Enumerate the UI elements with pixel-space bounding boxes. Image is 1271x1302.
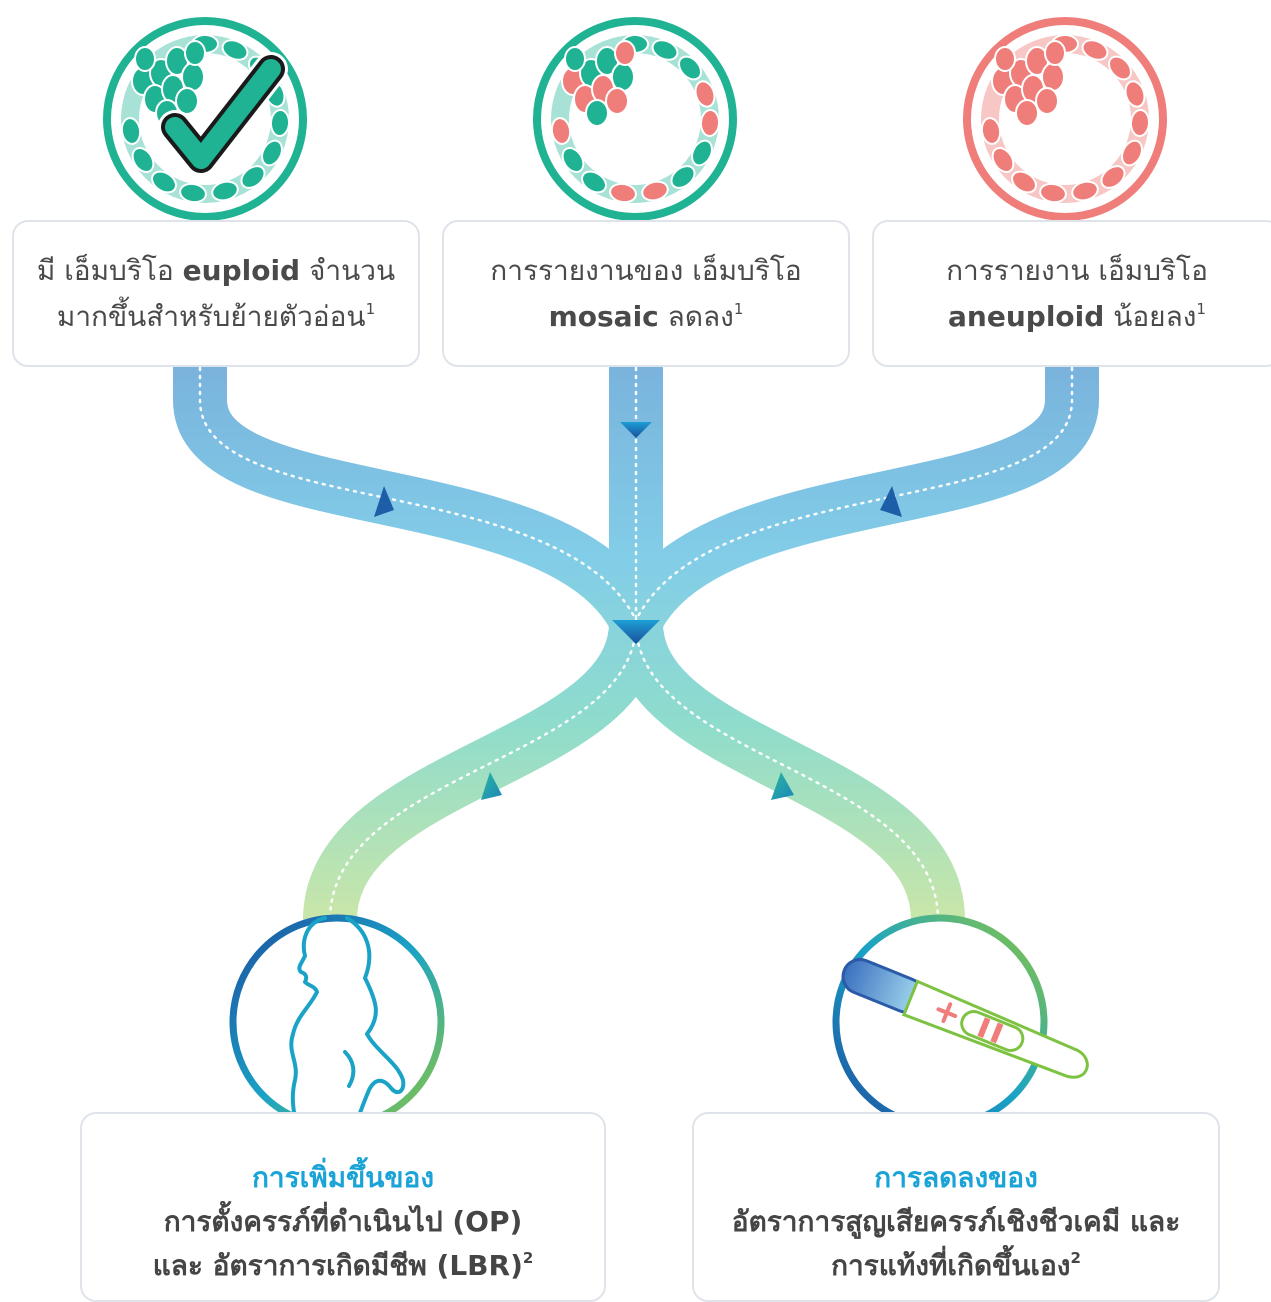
aneuploid-card-line2: aneuploid น้อยลง1 xyxy=(948,294,1206,340)
aneuploid-embryo-icon xyxy=(963,17,1167,221)
mosaic-card-line2: mosaic ลดลง1 xyxy=(549,294,744,340)
op-lbr-line2: และ อัตราการเกิดมีชีพ (LBR)2 xyxy=(153,1244,534,1288)
aneuploid-result-card: การรายงาน เอ็มบริโอ aneuploid น้อยลง1 xyxy=(872,220,1271,367)
euploid-term: euploid xyxy=(182,253,301,287)
euploid-text-line2: มากขึ้นสำหรับย้ายตัวอ่อน xyxy=(56,299,366,333)
flow-arrow-left-branch xyxy=(374,486,394,517)
mosaic-text-suffix: ลดลง xyxy=(658,299,734,333)
pregnancy-loss-outcome-card: การลดลงของ อัตราการสูญเสียครรภ์เชิงชีวเค… xyxy=(692,1112,1220,1302)
pregnancy-test-icon xyxy=(832,914,1089,1130)
flow-arrow-lower-right xyxy=(771,772,794,800)
mosaic-result-card: การรายงานของ เอ็มบริโอ mosaic ลดลง1 xyxy=(442,220,850,367)
op-lbr-outcome-card: การเพิ่มขึ้นของ การตั้งครรภ์ที่ดำเนินไป … xyxy=(80,1112,606,1302)
loss-line2: การแท้งที่เกิดขึ้นเอง2 xyxy=(831,1244,1081,1288)
loss-line2-text: การแท้งที่เกิดขึ้นเอง xyxy=(831,1249,1071,1282)
mosaic-embryo-icon xyxy=(533,17,737,221)
footnote-ref: 2 xyxy=(1070,1249,1081,1267)
op-lbr-heading: การเพิ่มขึ้นของ xyxy=(251,1161,435,1194)
euploid-text-prefix: มี เอ็มบริโอ xyxy=(36,253,183,287)
flow-arrow-right-branch xyxy=(880,486,902,517)
loss-line1: อัตราการสูญเสียครรภ์เชิงชีวเคมี และ xyxy=(731,1205,1181,1238)
flow-arrow-down-center xyxy=(612,620,660,644)
footnote-ref: 1 xyxy=(1196,299,1206,318)
euploid-text-suffix: จำนวน xyxy=(300,253,396,287)
loss-heading: การลดลงของ xyxy=(874,1161,1038,1194)
euploid-card-line1: มี เอ็มบริโอ euploid จำนวน xyxy=(37,248,395,294)
footnote-ref: 1 xyxy=(733,299,744,318)
op-lbr-line2-text: และ อัตราการเกิดมีชีพ (LBR) xyxy=(152,1249,523,1282)
euploid-result-card: มี เอ็มบริโอ euploid จำนวน มากขึ้นสำหรับ… xyxy=(12,220,420,367)
pregnant-woman-icon xyxy=(229,914,445,1130)
aneuploid-card-line1: การรายงาน เอ็มบริโอ xyxy=(946,253,1208,287)
aneuploid-text-suffix: น้อยลง xyxy=(1104,299,1197,333)
flow-arrow-down-top xyxy=(620,422,652,438)
mosaic-term: mosaic xyxy=(548,299,659,333)
footnote-ref: 1 xyxy=(365,299,376,318)
footnote-ref: 2 xyxy=(522,1249,534,1267)
mosaic-card-line1: การรายงานของ เอ็มบริโอ xyxy=(490,253,802,287)
flow-arrow-lower-left xyxy=(481,772,502,800)
op-lbr-line1: การตั้งครรภ์ที่ดำเนินไป (OP) xyxy=(163,1205,523,1238)
euploid-embryo-check-icon xyxy=(103,17,307,221)
aneuploid-term: aneuploid xyxy=(948,299,1105,333)
euploid-card-line2: มากขึ้นสำหรับย้ายตัวอ่อน1 xyxy=(57,294,375,340)
